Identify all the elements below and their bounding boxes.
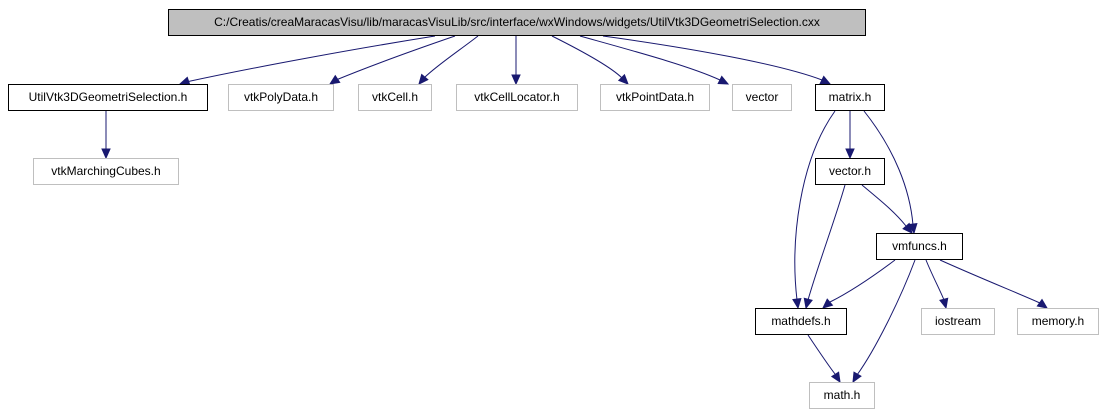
- node-memory-header: memory.h: [1017, 308, 1099, 335]
- node-root-source-file[interactable]: C:/Creatis/creaMaracasVisu/lib/maracasVi…: [168, 9, 866, 36]
- edge-vmfuncs-h-to-math-h: [852, 259, 916, 384]
- node-vector-std-header: vector: [732, 84, 792, 111]
- edge-line: [807, 184, 846, 301]
- edge-line: [602, 35, 823, 81]
- edge-arrowhead: [852, 371, 862, 384]
- node-math-header: math.h: [809, 382, 875, 409]
- node-util-vtk3d-geometri-selection-header[interactable]: UtilVtk3DGeometriSelection.h: [8, 84, 208, 111]
- edge-line: [579, 35, 721, 81]
- node-mathdefs-header[interactable]: mathdefs.h: [755, 308, 847, 335]
- edge-root-to-vector-std: [579, 35, 730, 85]
- edge-arrowhead: [819, 75, 832, 85]
- edge-line: [423, 35, 479, 79]
- edge-line: [829, 259, 896, 303]
- node-vtk-point-data-header: vtkPointData.h: [600, 84, 710, 111]
- edge-root-to-vtk-polydata: [328, 35, 456, 85]
- node-iostream-header: iostream: [921, 308, 995, 335]
- edge-line: [794, 110, 836, 301]
- edge-arrowhead: [908, 222, 918, 235]
- edge-arrowhead: [830, 371, 841, 384]
- edge-arrowhead: [902, 222, 913, 234]
- node-vmfuncs-header[interactable]: vmfuncs.h: [876, 233, 963, 260]
- node-vtk-polydata-header: vtkPolyData.h: [228, 84, 334, 111]
- edge-arrowhead: [803, 297, 813, 310]
- edge-matrix-h-to-vector-h: [845, 111, 855, 160]
- edge-arrowhead: [617, 73, 629, 85]
- edge-line: [939, 259, 1041, 304]
- edge-vector-h-to-mathdefs-h: [803, 184, 846, 310]
- edge-root-to-vtk-cell-locator: [511, 36, 521, 86]
- node-vtk-cell-locator-header: vtkCellLocator.h: [456, 84, 578, 111]
- node-vector-header[interactable]: vector.h: [815, 158, 885, 185]
- edge-line: [551, 35, 623, 79]
- edge-util-header-to-vtk-marching-cubes: [101, 111, 111, 160]
- edge-arrowhead: [792, 297, 802, 310]
- edge-line: [861, 184, 907, 227]
- edge-root-to-vtk-point-data: [551, 35, 629, 85]
- edge-arrowhead: [845, 148, 855, 160]
- edge-root-to-vtk-cell: [418, 35, 479, 85]
- edge-arrowhead: [418, 73, 429, 85]
- edge-vector-h-to-vmfuncs-h: [861, 184, 913, 234]
- node-vtk-marching-cubes-header: vtkMarchingCubes.h: [33, 158, 179, 185]
- node-vtk-cell-header: vtkCell.h: [358, 84, 432, 111]
- edge-arrowhead: [822, 298, 834, 309]
- edge-matrix-h-to-vmfuncs-h: [863, 110, 918, 235]
- edge-line: [863, 110, 914, 226]
- edge-vmfuncs-h-to-memory-h: [939, 259, 1049, 309]
- edge-mathdefs-h-to-math-h: [807, 334, 841, 384]
- edge-root-to-matrix-h: [602, 35, 832, 85]
- edge-line: [856, 259, 916, 376]
- edge-arrowhead: [511, 74, 521, 86]
- edge-arrowhead: [717, 75, 730, 85]
- edge-arrowhead: [328, 74, 341, 85]
- edge-line: [925, 259, 945, 301]
- edge-line: [185, 35, 436, 83]
- edge-arrowhead: [1036, 298, 1049, 309]
- edge-root-to-util-header: [178, 35, 436, 86]
- node-matrix-header[interactable]: matrix.h: [815, 84, 885, 111]
- edge-line: [807, 334, 836, 375]
- edge-matrix-h-to-mathdefs-h: [792, 110, 836, 310]
- edge-vmfuncs-h-to-mathdefs-h: [822, 259, 896, 309]
- edge-arrowhead: [939, 297, 949, 310]
- edge-vmfuncs-h-to-iostream: [925, 259, 949, 310]
- edge-arrowhead: [101, 148, 111, 160]
- edge-line: [335, 35, 456, 81]
